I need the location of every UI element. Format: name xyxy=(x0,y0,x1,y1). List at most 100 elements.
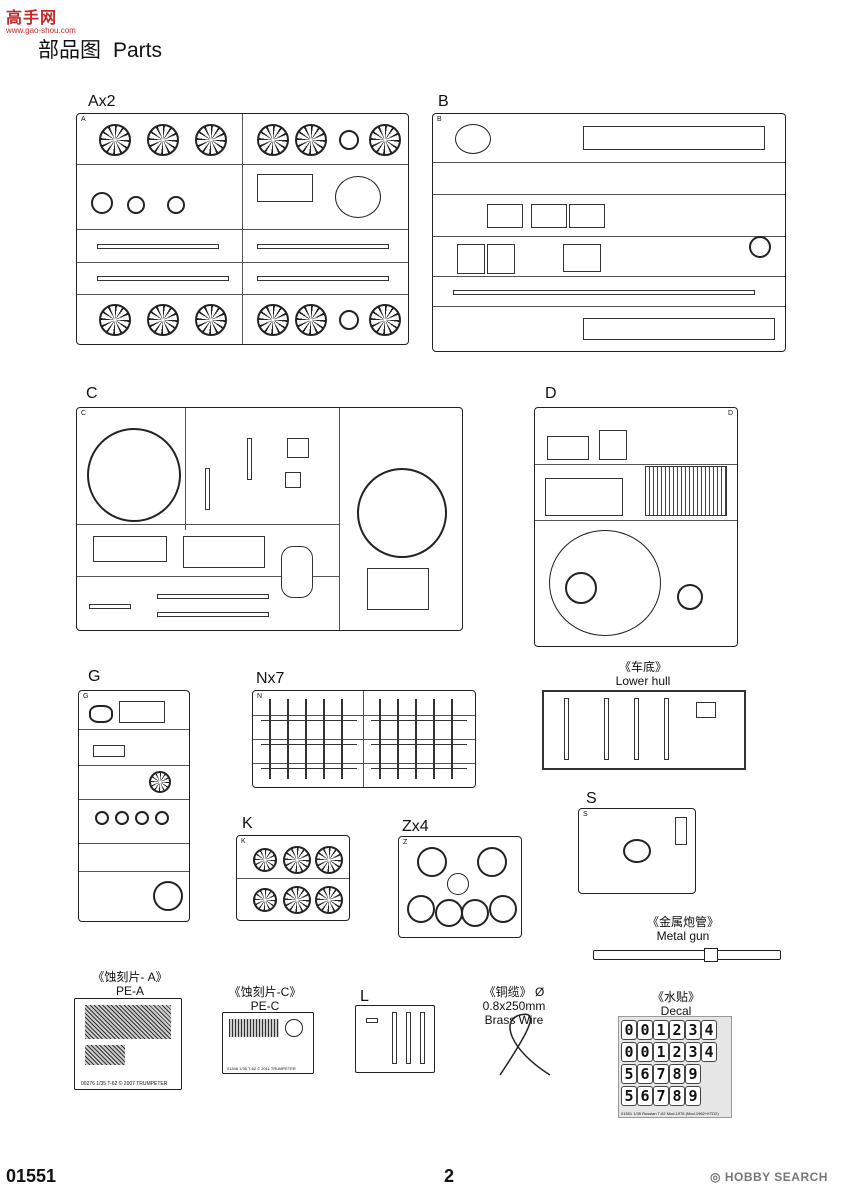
lower-hull-en: Lower hull xyxy=(615,674,671,688)
wheel-icon xyxy=(99,124,131,156)
decal-digit: 0 xyxy=(621,1020,637,1040)
decal-digit: 1 xyxy=(653,1020,669,1040)
decal-footer: 01551 1/35 Russian T-62 Mod.1975 (Mod.19… xyxy=(621,1111,719,1116)
hub-ring xyxy=(447,873,469,895)
footer-code: 01551 xyxy=(6,1166,57,1186)
sprocket-icon xyxy=(315,846,343,874)
pe-a-cn: 《蚀刻片- A》 xyxy=(92,970,168,984)
arm-part xyxy=(97,244,219,249)
decal-digit: 5 xyxy=(621,1086,637,1106)
block-part xyxy=(285,472,301,488)
decal-digit: 0 xyxy=(637,1020,653,1040)
decal-digit: 0 xyxy=(621,1042,637,1062)
cupola-part xyxy=(565,572,597,604)
rod-part xyxy=(247,438,252,480)
decal-digit: 2 xyxy=(669,1042,685,1062)
sprocket-icon xyxy=(253,888,277,912)
sprue-b: B xyxy=(432,113,786,352)
bracket-part xyxy=(257,174,313,202)
wheel-icon xyxy=(99,304,131,336)
hub-part xyxy=(167,196,185,214)
grille-part xyxy=(563,244,601,272)
sprue-n-label: Nx7 xyxy=(256,670,285,687)
bracket-part xyxy=(93,745,125,757)
lower-hull-part xyxy=(542,690,746,770)
pe-c-cn: 《蚀刻片-C》 xyxy=(228,985,302,999)
sprue-d: D xyxy=(534,407,738,647)
nut-part xyxy=(95,811,109,825)
hobby-search-logo-icon: ◎ xyxy=(710,1170,725,1184)
sprue-z: Z xyxy=(398,836,522,938)
sprue-d-tag: D xyxy=(727,410,733,417)
panel-part xyxy=(583,318,775,340)
grille-part xyxy=(457,244,485,274)
decal-digit: 0 xyxy=(637,1042,653,1062)
wheel-icon xyxy=(147,124,179,156)
brass-wire-en: Brass Wire xyxy=(484,1013,544,1027)
wheel-icon xyxy=(149,771,171,793)
page-title-cn: 部品图 xyxy=(38,39,101,62)
sprocket-icon xyxy=(315,886,343,914)
box-part xyxy=(569,204,605,228)
bracket-part xyxy=(599,430,627,460)
sprue-c-tag: C xyxy=(81,410,87,417)
wheel-icon xyxy=(147,304,179,336)
arm-part xyxy=(257,244,389,249)
cap-part xyxy=(89,705,113,723)
sprocket-icon xyxy=(369,124,401,156)
brass-wire-coil xyxy=(499,1013,551,1076)
decal-digit: 3 xyxy=(685,1020,701,1040)
pe-c-en: PE-C xyxy=(250,999,280,1013)
hobby-search-brand: HOBBY SEARCH xyxy=(724,1170,828,1184)
box-part xyxy=(119,701,165,723)
decal-digit: 5 xyxy=(621,1064,637,1084)
link-part xyxy=(257,276,389,281)
brass-wire-cn: 《铜缆》 xyxy=(483,985,532,999)
hub-part xyxy=(91,192,113,214)
decal-en: Decal xyxy=(660,1004,692,1018)
road-wheel-tire xyxy=(461,899,489,927)
metal-gun-cn: 《金属炮管》 xyxy=(646,915,719,929)
fender-part xyxy=(281,546,313,598)
sprue-l-label: L xyxy=(360,988,369,1005)
road-wheel-tire xyxy=(477,847,507,877)
brass-wire-caption: 《铜缆》 Ø 0.8x250mm Brass Wire xyxy=(452,985,576,1027)
sprue-k-tag: K xyxy=(241,838,246,845)
decal-digit: 3 xyxy=(685,1042,701,1062)
decal-digit: 8 xyxy=(669,1086,685,1106)
brass-wire-spec: Ø 0.8x250mm xyxy=(482,985,546,1013)
wheel-icon xyxy=(195,304,227,336)
bracket-part xyxy=(675,817,687,845)
sprue-s-label: S xyxy=(586,790,597,807)
page-title-en: Parts xyxy=(113,39,163,62)
floor-part xyxy=(367,568,429,610)
decal-digit: 6 xyxy=(637,1064,653,1084)
rod-part xyxy=(157,594,269,599)
nut-part xyxy=(135,811,149,825)
sprue-a-label: Ax2 xyxy=(88,93,116,110)
rod-part xyxy=(89,604,131,609)
road-wheel-tire xyxy=(435,899,463,927)
turret-ring-part xyxy=(87,428,181,522)
pe-a-fret: 00276 1/35 T-62 © 2007 TRUMPETER xyxy=(74,998,182,1090)
block-part xyxy=(287,438,309,458)
pe-c-code: 01546 1/35 T-62 © 2011 TRUMPETER xyxy=(227,1066,296,1071)
sprue-z-label: Zx4 xyxy=(402,818,429,835)
idler-ring xyxy=(339,130,359,150)
wheel-icon xyxy=(195,124,227,156)
cap-part xyxy=(677,584,703,610)
sprue-n-tag: N xyxy=(257,693,263,700)
sprocket-icon xyxy=(283,886,311,914)
page-number: 2 xyxy=(444,1166,455,1186)
idler-ring xyxy=(339,310,359,330)
decal-digit: 1 xyxy=(653,1042,669,1062)
sprocket-icon xyxy=(283,846,311,874)
panel-part xyxy=(93,536,167,562)
ring-part xyxy=(153,881,183,911)
watermark-cn: 高手网 xyxy=(6,10,58,27)
hatch-part xyxy=(455,124,491,154)
nut-part xyxy=(115,811,129,825)
